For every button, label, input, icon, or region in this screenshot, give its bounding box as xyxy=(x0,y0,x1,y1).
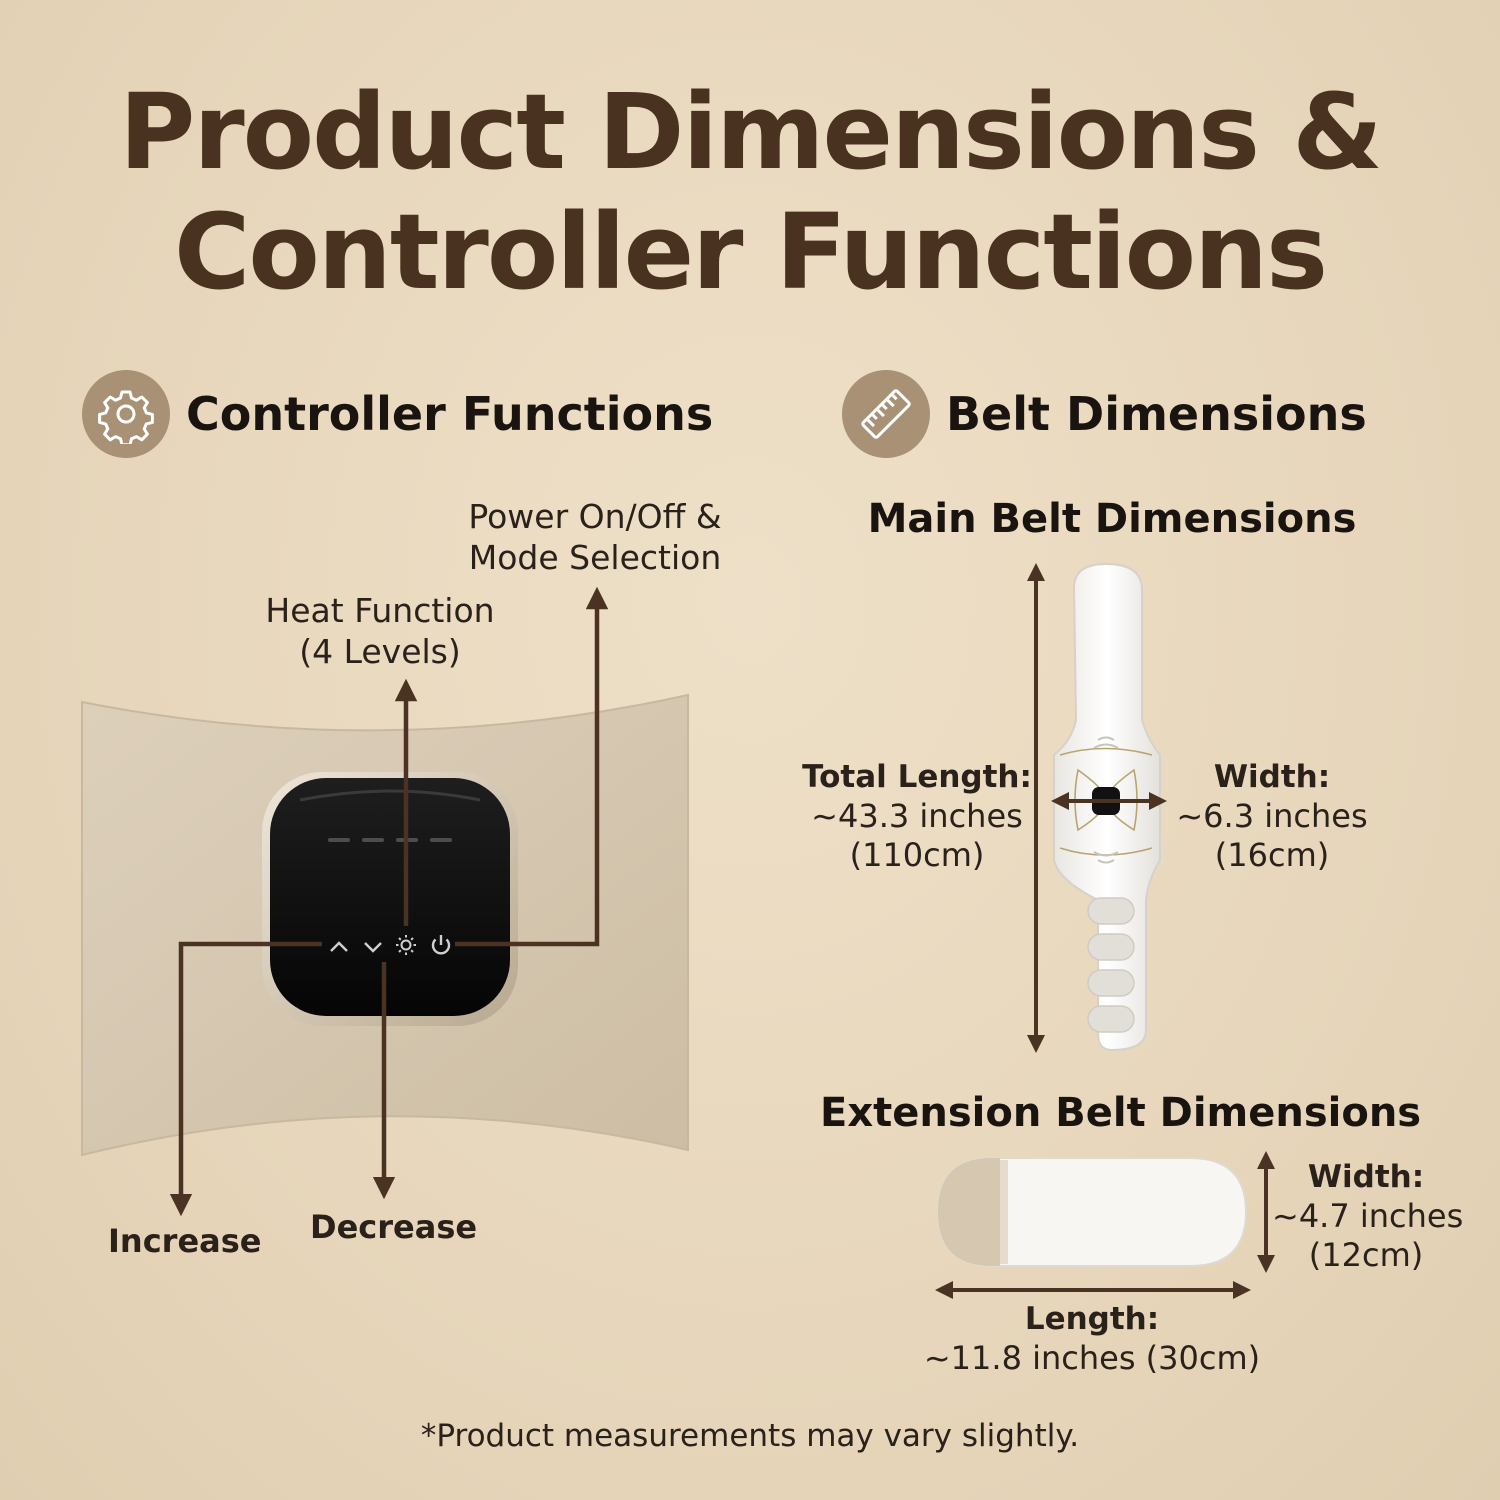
extension-width-label: Width: ~4.7 inches (12cm) xyxy=(1272,1158,1464,1275)
decrease-icon xyxy=(364,942,382,953)
controller-functions-header: Controller Functions xyxy=(82,370,713,458)
power-icon xyxy=(431,935,451,955)
power-mode-label: Power On/Off & Mode Selection xyxy=(440,496,750,578)
total-length-cm: (110cm) xyxy=(849,836,985,874)
page-title-line-2: Controller Functions xyxy=(174,191,1328,313)
controller-functions-title: Controller Functions xyxy=(186,387,714,441)
belt-dimensions-title: Belt Dimensions xyxy=(946,387,1367,441)
extension-width-inches: ~4.7 inches xyxy=(1272,1197,1464,1235)
belt-dimensions-header: Belt Dimensions xyxy=(842,370,1367,458)
total-length-title: Total Length: xyxy=(802,759,1032,795)
main-width-cm: (16cm) xyxy=(1214,836,1330,874)
extension-belt-heading: Extension Belt Dimensions xyxy=(820,1090,1422,1136)
power-label-line-1: Power On/Off & xyxy=(468,497,722,536)
extension-length-label: Length: ~11.8 inches (30cm) xyxy=(892,1300,1292,1378)
heat-function-label: Heat Function (4 Levels) xyxy=(240,590,520,672)
gear-icon xyxy=(82,370,170,458)
page-title-line-1: Product Dimensions & xyxy=(119,71,1383,193)
main-width-inches: ~6.3 inches xyxy=(1176,797,1368,835)
decrease-label: Decrease xyxy=(310,1208,478,1246)
increase-icon xyxy=(330,941,348,952)
extension-width-cm: (12cm) xyxy=(1308,1236,1424,1274)
heat-label-line-2: (4 Levels) xyxy=(299,632,461,671)
main-width-label: Width: ~6.3 inches (16cm) xyxy=(1170,758,1374,875)
extension-length-title: Length: xyxy=(1024,1301,1160,1337)
heat-icon xyxy=(396,935,416,955)
increase-label: Increase xyxy=(108,1222,262,1260)
ruler-icon xyxy=(842,370,930,458)
main-width-title: Width: xyxy=(1213,759,1331,795)
power-arrow xyxy=(455,586,609,947)
controller-body xyxy=(270,778,510,1016)
total-length-inches: ~43.3 inches xyxy=(811,797,1023,835)
footnote: *Product measurements may vary slightly. xyxy=(420,1418,1080,1454)
extension-length-value: ~11.8 inches (30cm) xyxy=(923,1339,1261,1377)
total-length-label: Total Length: ~43.3 inches (110cm) xyxy=(800,758,1034,875)
extension-width-title: Width: xyxy=(1307,1159,1425,1195)
increase-arrow xyxy=(169,941,322,1217)
power-label-line-2: Mode Selection xyxy=(468,538,722,577)
extension-belt-end xyxy=(938,1158,1000,1266)
main-belt-heading: Main Belt Dimensions xyxy=(867,496,1357,542)
heat-label-line-1: Heat Function xyxy=(265,591,495,630)
